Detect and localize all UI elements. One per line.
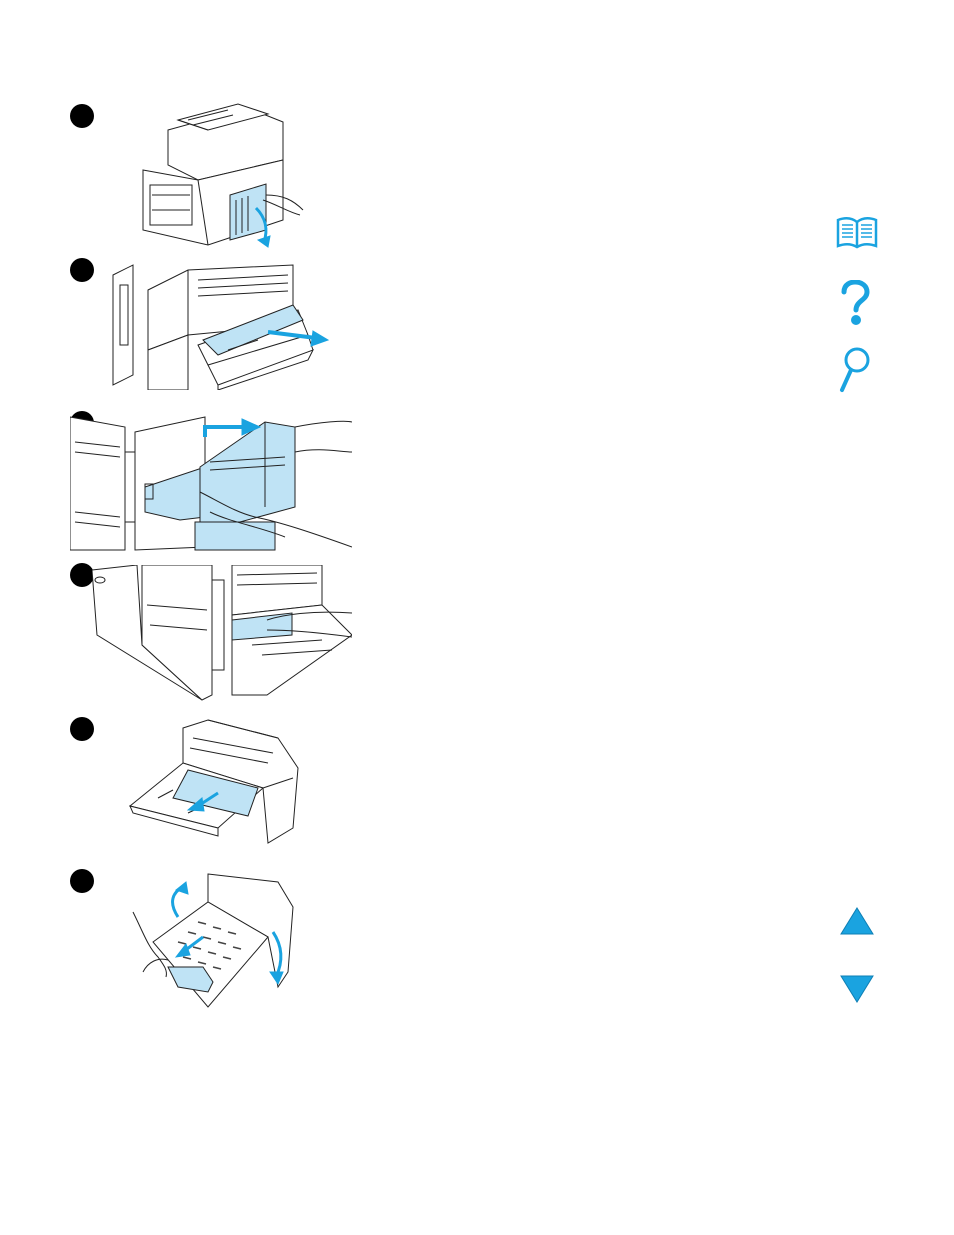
step-5-illustration	[128, 718, 300, 858]
down-arrow-icon[interactable]	[839, 974, 875, 1004]
step-4-badge	[70, 563, 94, 587]
step-1-badge	[70, 104, 94, 128]
up-arrow-icon[interactable]	[839, 906, 875, 936]
book-icon[interactable]	[834, 214, 880, 250]
step-3-illustration	[70, 412, 352, 552]
step-2-illustration	[108, 260, 333, 390]
magnifier-icon[interactable]	[838, 346, 872, 394]
step-5-badge	[70, 717, 94, 741]
question-icon[interactable]	[839, 280, 871, 326]
step-1-illustration	[138, 100, 308, 250]
step-4-illustration	[92, 565, 352, 705]
step-6-badge	[70, 869, 94, 893]
step-6-illustration	[128, 872, 300, 1012]
step-2-badge	[70, 258, 94, 282]
